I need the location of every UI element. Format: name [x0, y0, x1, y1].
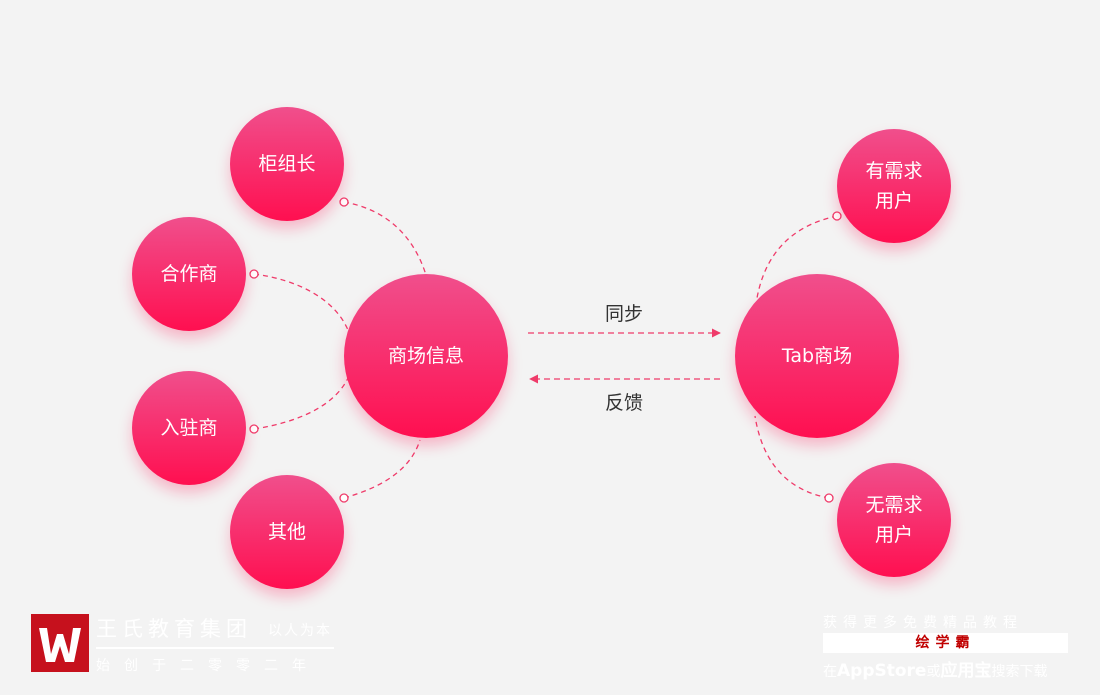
- link-dot-qita: [339, 493, 349, 503]
- brand-founded: 始创于二零零二年: [96, 658, 320, 674]
- node-users-with-demand: 有需求 用户: [837, 129, 951, 243]
- node-label: 无需求 用户: [865, 494, 923, 546]
- node-qita: 其他: [230, 475, 344, 589]
- node-label: 入驻商: [160, 417, 218, 439]
- link-dot-hezuoshang: [249, 269, 259, 279]
- promo-download-hint: 在AppStore或应用宝搜索下载: [823, 656, 1083, 681]
- link-youxuqiu: [756, 215, 838, 299]
- brand-name: 王氏教育集团: [96, 617, 252, 641]
- link-ruzhushang: [253, 377, 349, 430]
- node-hezuoshang: 合作商: [132, 217, 246, 331]
- brand-divider: [96, 647, 334, 649]
- promo-yingyongbao: 应用宝: [940, 661, 992, 681]
- node-label: 有需求 用户: [865, 160, 923, 212]
- link-dot-ruzhushang: [249, 424, 259, 434]
- label-sync: 同步: [605, 303, 644, 325]
- node-users-without-demand: 无需求 用户: [837, 463, 951, 577]
- node-label: Tab商场: [781, 345, 853, 367]
- link-dot-guizuzhang: [339, 197, 349, 207]
- node-guizuzhang: 柜组长: [230, 107, 344, 221]
- promo-headline: 获得更多免费精品教程: [823, 615, 1023, 631]
- node-label: 商场信息: [387, 345, 464, 367]
- link-hezuoshang: [253, 273, 349, 331]
- node-mall-info: 商场信息: [344, 274, 508, 438]
- promo-text: 或: [926, 664, 941, 680]
- link-dot-wuxuqiu: [824, 493, 834, 503]
- brand-logo-icon: [31, 614, 89, 672]
- brand-slogan: 以人为本: [268, 623, 332, 639]
- promo-appstore: AppStore: [837, 661, 927, 681]
- node-label: 合作商: [160, 263, 218, 285]
- node-tab-mall: Tab商场: [735, 274, 899, 438]
- link-qita: [343, 439, 421, 499]
- promo-app-name: 绘学霸: [823, 633, 1068, 653]
- node-label: 其他: [267, 521, 306, 543]
- label-feedback: 反馈: [605, 392, 644, 414]
- node-ruzhushang: 入驻商: [132, 371, 246, 485]
- node-label: 柜组长: [258, 153, 316, 175]
- link-wuxuqiu: [754, 415, 830, 499]
- link-guizuzhang: [343, 201, 427, 276]
- promo-text: 在: [823, 664, 837, 680]
- link-dot-youxuqiu: [832, 211, 842, 221]
- promo-text: 搜索下载: [991, 664, 1048, 680]
